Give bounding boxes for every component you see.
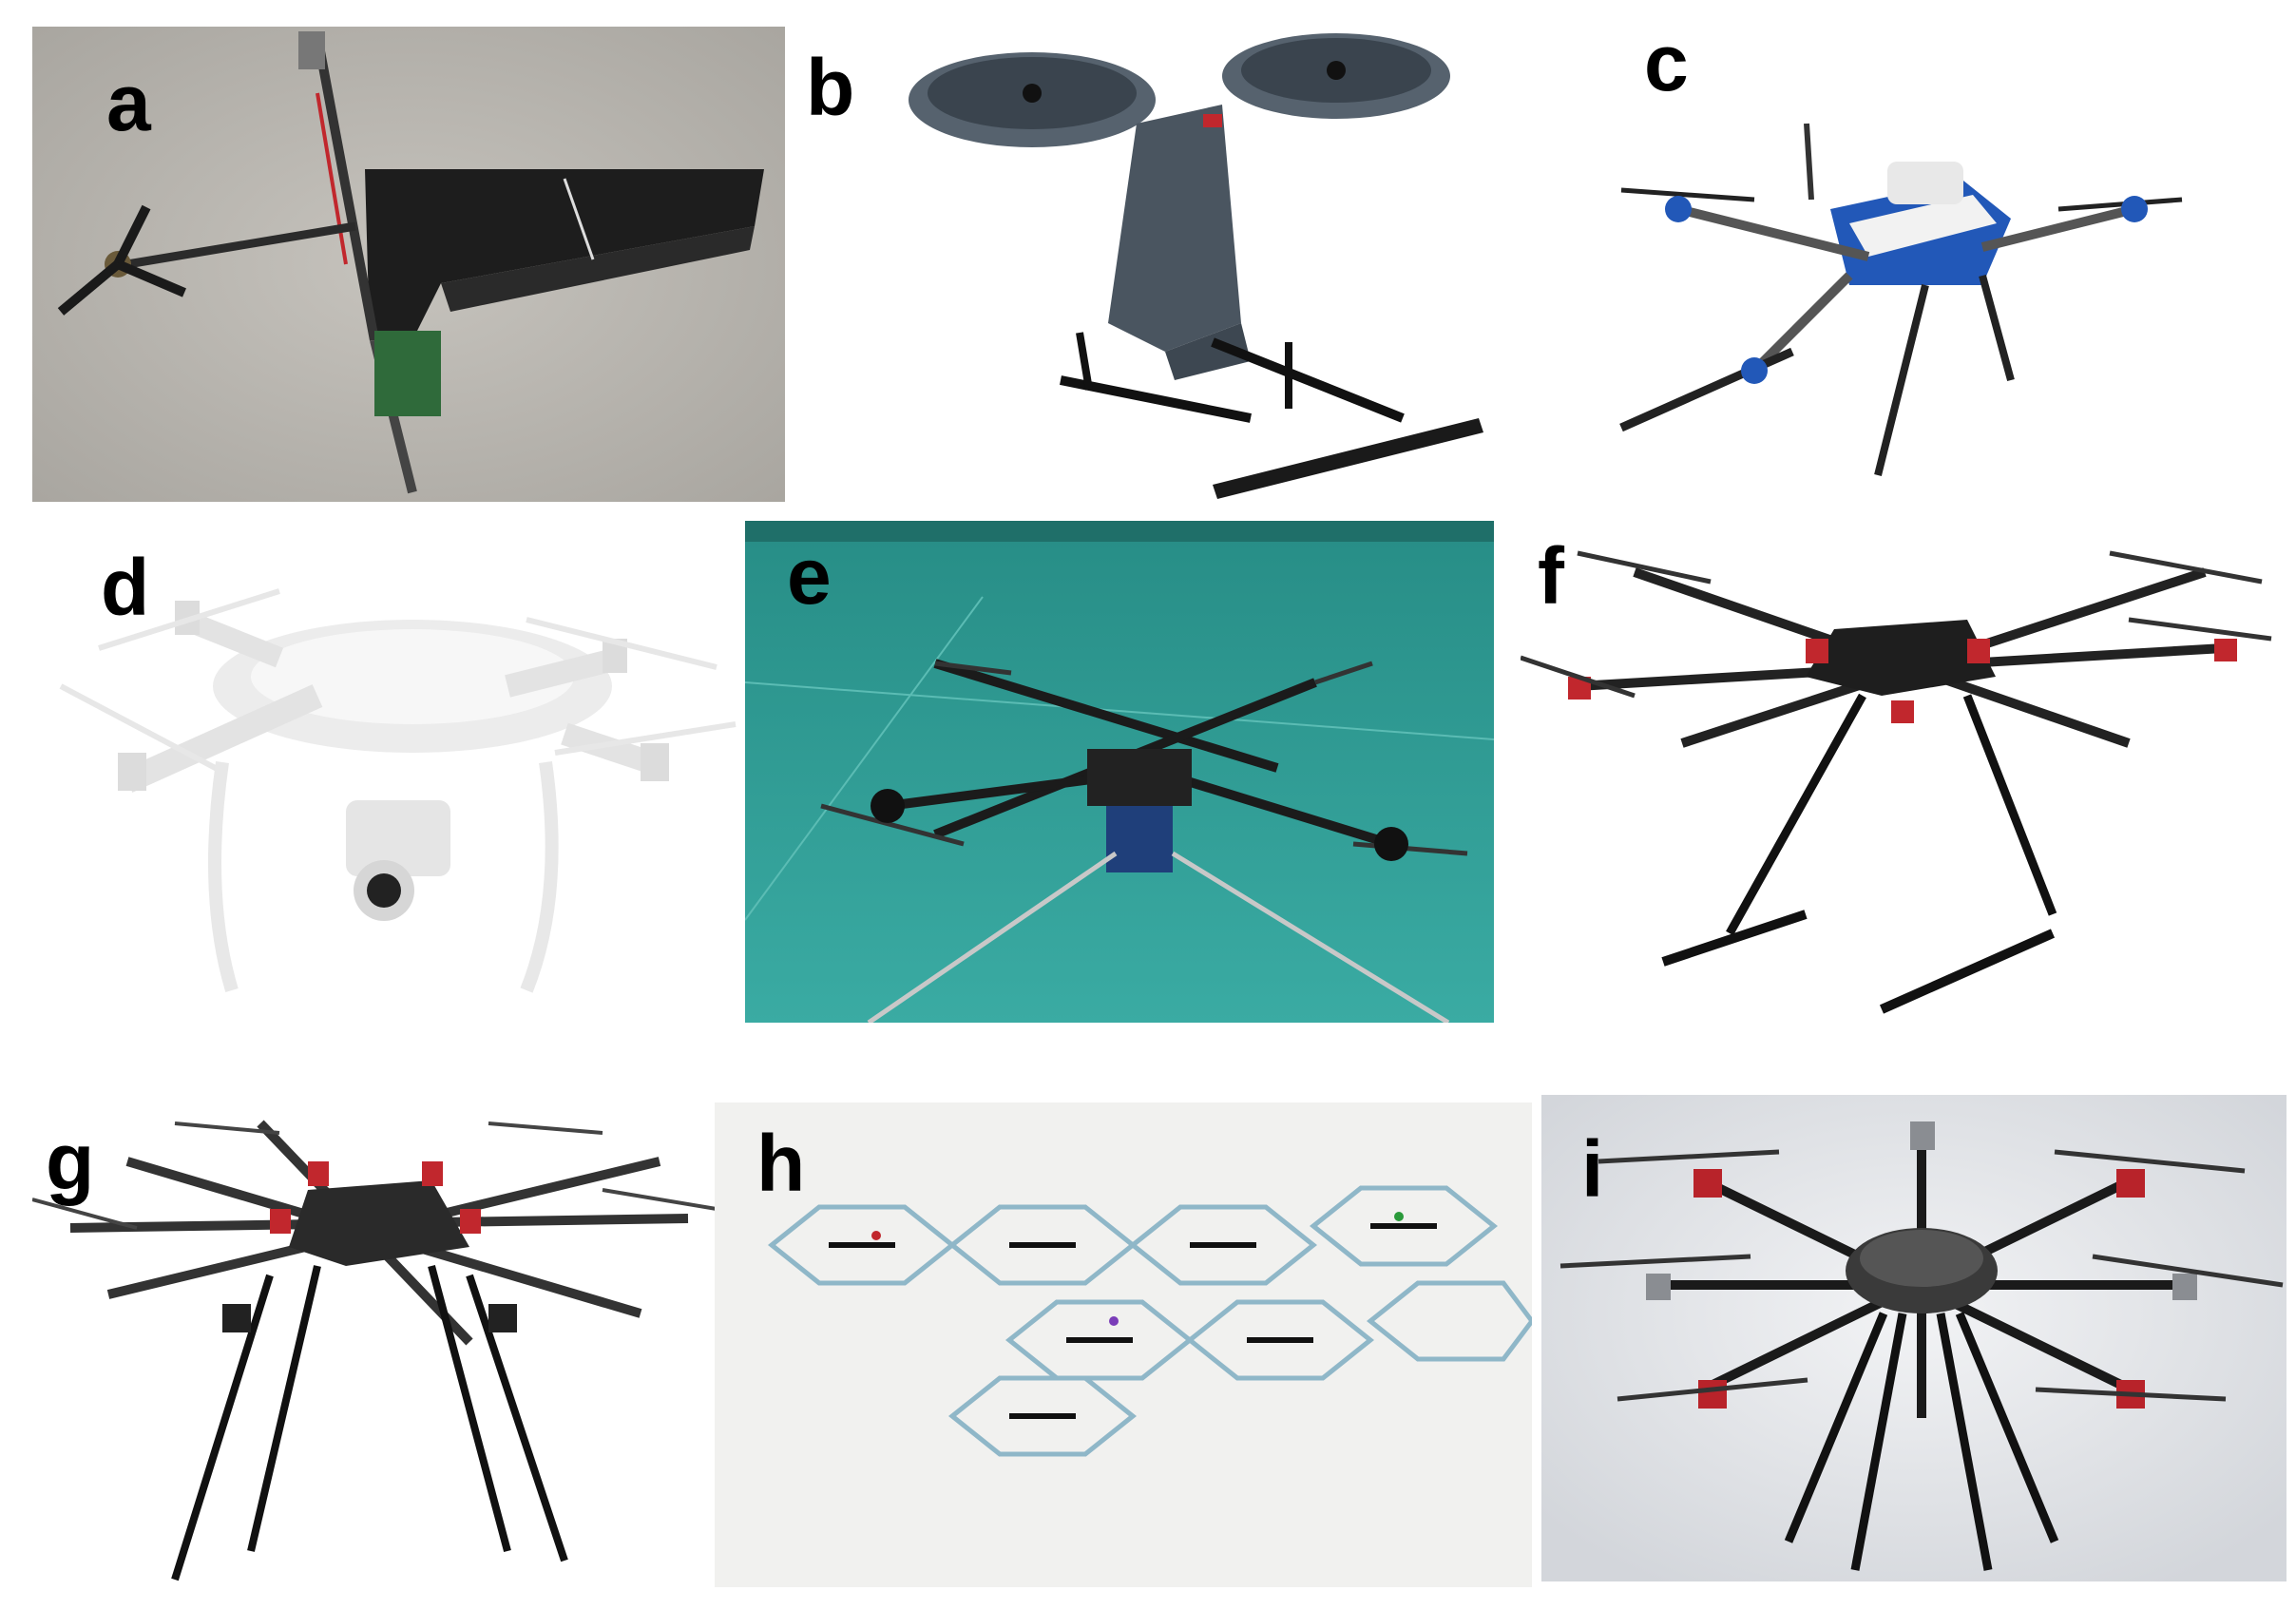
octocopter-image: [32, 1120, 717, 1581]
panel-c: c: [1564, 19, 2286, 504]
panel-label-d: d: [101, 543, 150, 632]
panel-a: a: [32, 27, 785, 502]
panel-b: b: [794, 19, 1555, 504]
panel-label-h: h: [756, 1119, 806, 1208]
tail-sitter-drone-image: [32, 27, 785, 502]
panel-label-g: g: [46, 1117, 95, 1206]
green-floor-quadrotor-image: [745, 521, 1494, 1023]
panel-label-a: a: [106, 58, 151, 147]
panel-label-i: i: [1581, 1124, 1604, 1214]
panel-label-c: c: [1644, 19, 1689, 107]
rendered-octocopter-image: [1541, 1095, 2286, 1581]
panel-f: f: [1521, 515, 2286, 1028]
foldable-quadrotor-image: [1619, 123, 2183, 476]
panel-label-e: e: [787, 531, 832, 621]
panel-label-b: b: [806, 43, 855, 132]
panel-label-f: f: [1538, 531, 1564, 621]
white-quadcopter-image: [59, 588, 737, 993]
panel-h: h: [715, 1102, 1532, 1587]
modular-drone-swarm-image: [715, 1102, 1532, 1587]
panel-i: i: [1541, 1095, 2286, 1581]
hexacopter-image: [1521, 550, 2272, 1014]
panel-d: d: [32, 515, 755, 1019]
ducted-twin-rotor-drone-image: [909, 33, 1483, 499]
panel-g: g: [32, 1104, 717, 1595]
panel-e: e: [745, 521, 1494, 1023]
